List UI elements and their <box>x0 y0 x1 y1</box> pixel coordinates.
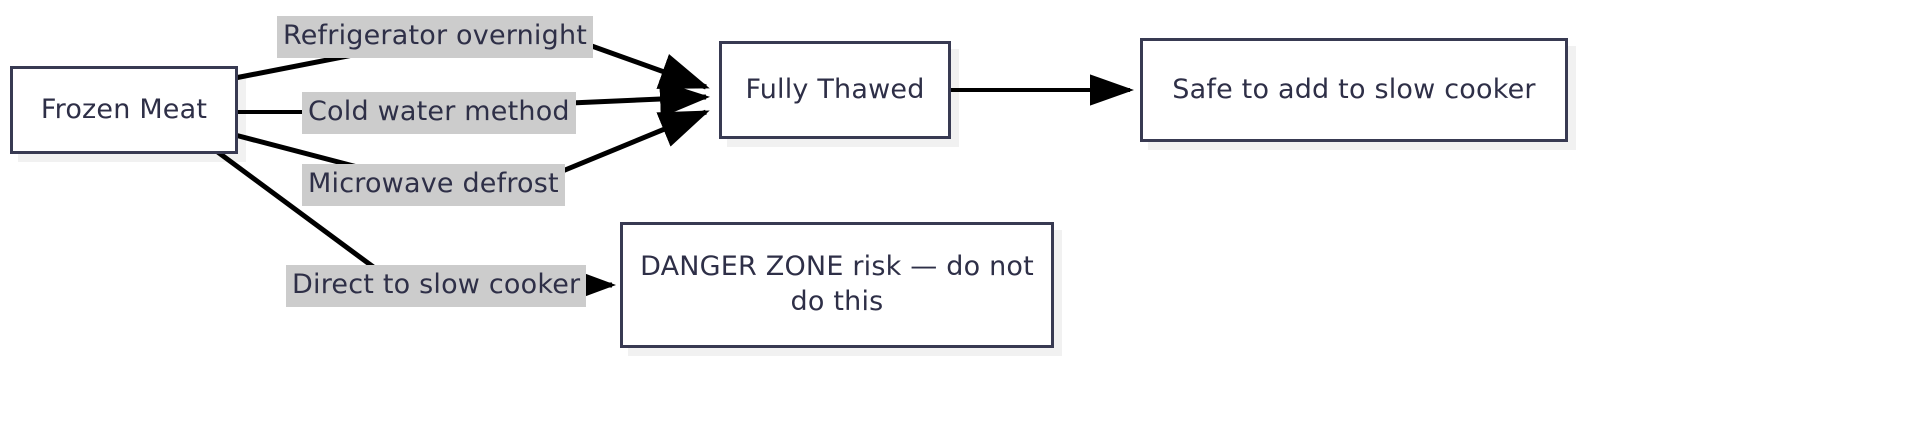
edge-line-refrigerator-right <box>574 37 710 90</box>
node-safe-slow-cooker-label: Safe to add to slow cooker <box>1172 73 1536 105</box>
node-danger-zone-label-line1: DANGER ZONE risk — do not <box>640 251 1034 283</box>
edge-label-cold-water: Cold water method <box>302 92 576 134</box>
node-danger-zone[interactable]: DANGER ZONE risk — do not do this <box>620 222 1054 348</box>
edge-label-refrigerator: Refrigerator overnight <box>277 16 594 58</box>
node-frozen-meat[interactable]: Frozen Meat <box>10 66 238 154</box>
node-danger-zone-label: DANGER ZONE risk — do not do this <box>626 250 1048 319</box>
edge-label-microwave: Microwave defrost <box>302 164 565 206</box>
node-fully-thawed-label: Fully Thawed <box>745 73 925 105</box>
node-danger-zone-label-line2: do this <box>790 286 884 317</box>
node-safe-slow-cooker[interactable]: Safe to add to slow cooker <box>1140 38 1568 142</box>
node-frozen-meat-label: Frozen Meat <box>40 93 208 125</box>
edge-line-microwave-right <box>547 109 710 180</box>
edge-label-direct: Direct to slow cooker <box>286 265 587 307</box>
node-fully-thawed[interactable]: Fully Thawed <box>719 41 951 139</box>
edge-line-direct-left <box>213 147 397 286</box>
